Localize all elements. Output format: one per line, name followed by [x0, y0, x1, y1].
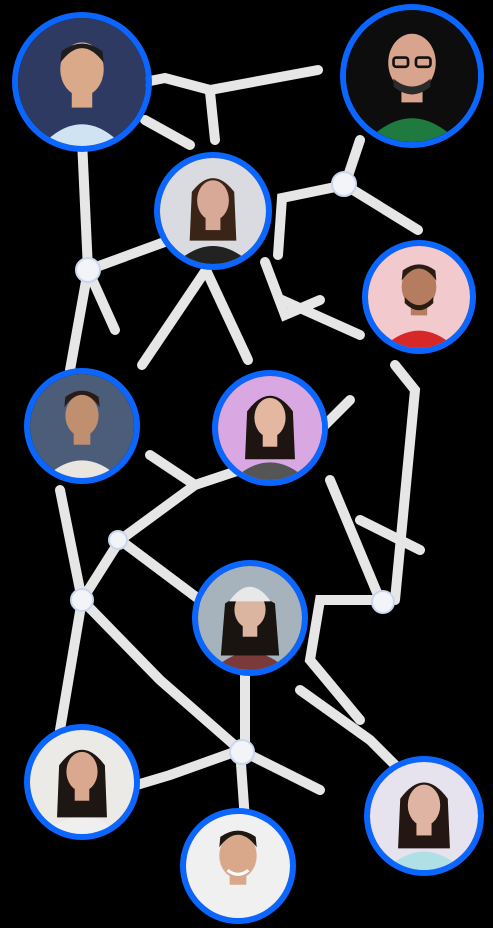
- avatar-team-member-4: [368, 246, 470, 348]
- avatar-team-member-7: [198, 566, 302, 670]
- avatar-team-member-5: [30, 374, 134, 478]
- person-portrait-10: [186, 814, 290, 918]
- person-portrait-5: [30, 374, 134, 478]
- avatar-team-member-9: [370, 762, 478, 870]
- person-portrait-6: [218, 376, 322, 480]
- avatar-team-member-8: [30, 730, 134, 834]
- person-portrait-1: [18, 18, 146, 146]
- person-portrait-8: [30, 730, 134, 834]
- person-portrait-3: [160, 158, 266, 264]
- person-portrait-4: [368, 246, 470, 348]
- avatar-team-member-2: [346, 10, 478, 142]
- person-portrait-7: [198, 566, 302, 670]
- avatar-team-member-1: [18, 18, 146, 146]
- person-portrait-9: [370, 762, 478, 870]
- avatar-team-member-10: [186, 814, 290, 918]
- avatar-team-member-6: [218, 376, 322, 480]
- avatar-team-member-3: [160, 158, 266, 264]
- person-portrait-2: [346, 10, 478, 142]
